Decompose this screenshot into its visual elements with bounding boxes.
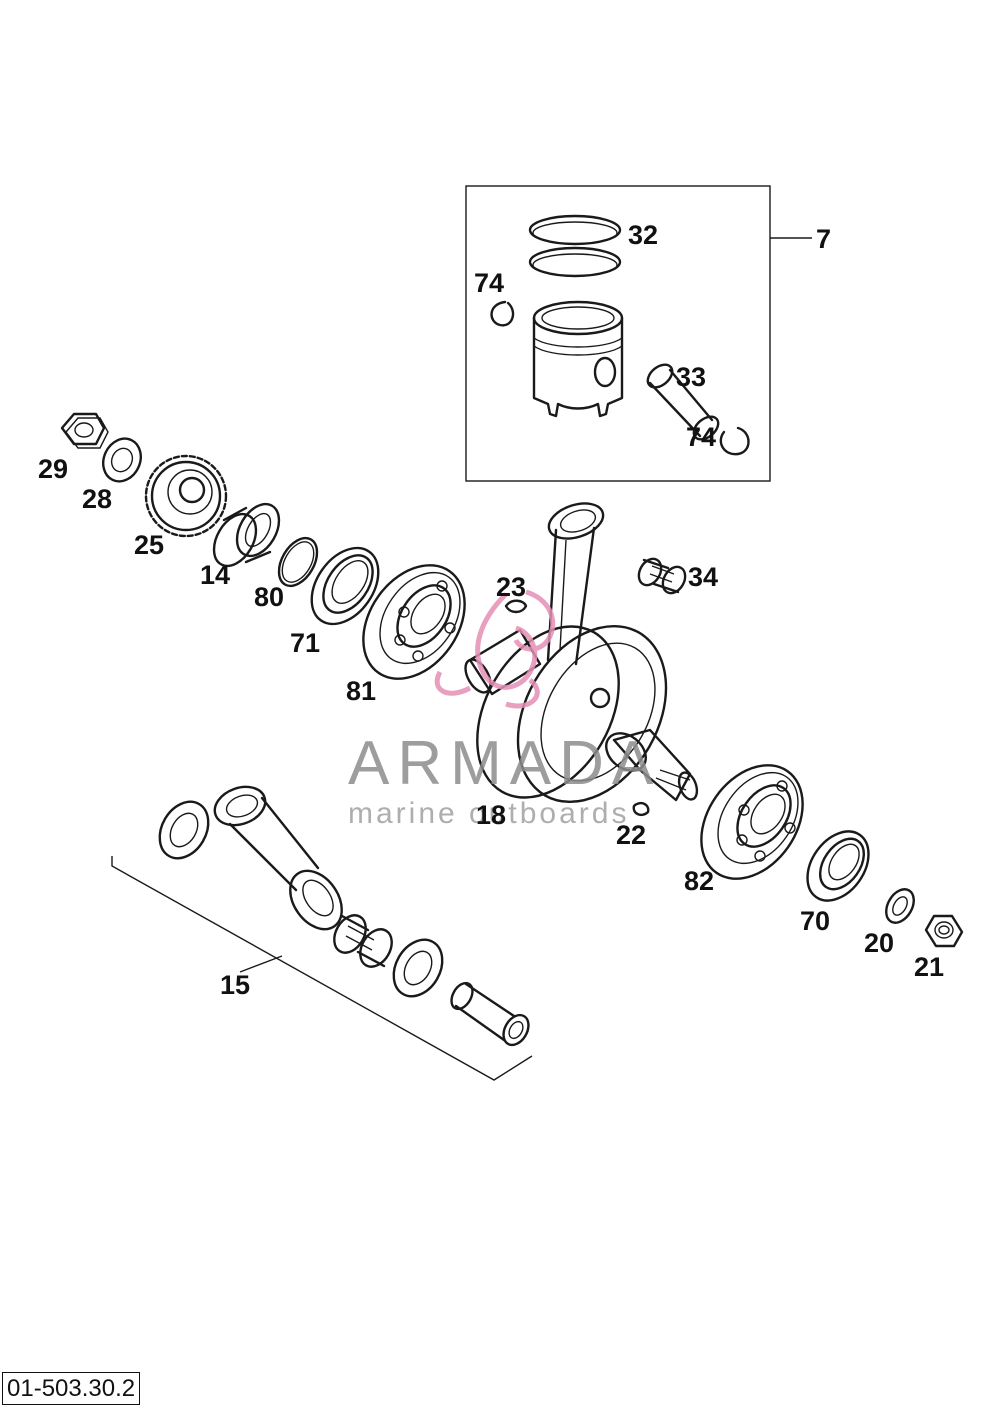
label-34: 34	[688, 562, 718, 592]
washer-20	[885, 888, 915, 924]
piston	[532, 300, 624, 418]
anchor-logo-icon	[434, 589, 556, 709]
connecting-rod	[213, 785, 343, 931]
label-74-left: 74	[474, 268, 504, 298]
label-81: 81	[346, 676, 376, 706]
label-22: 22	[616, 820, 646, 850]
label-20: 20	[864, 928, 894, 958]
seal-71	[310, 546, 380, 626]
nut-21	[924, 914, 964, 948]
label-74-right: 74	[686, 422, 716, 452]
label-33: 33	[676, 362, 706, 392]
circlip-left	[490, 300, 515, 327]
seal-70	[806, 830, 870, 902]
o-ring-80	[277, 536, 319, 588]
bearing-14	[212, 502, 281, 568]
thrust-washer-right	[392, 938, 444, 998]
armada-watermark: ARMADA marine outboards	[348, 589, 661, 830]
piston-kit-box	[465, 185, 771, 482]
woodruff-key-22	[632, 801, 650, 817]
thrust-washer-left	[158, 800, 210, 860]
label-23: 23	[496, 572, 526, 602]
ball-bearing-81	[362, 564, 466, 680]
label-7: 7	[816, 224, 831, 254]
label-32: 32	[628, 220, 658, 250]
piston-pin	[646, 363, 720, 441]
washer-28	[102, 437, 142, 483]
ball-bearing-82	[700, 764, 804, 880]
label-28: 28	[82, 484, 112, 514]
label-25: 25	[134, 530, 164, 560]
part-labels: 7 32 74 33 74 29 28 25 14 80 71 81 23 34…	[38, 220, 944, 1000]
needle-bearing-kit	[333, 914, 393, 968]
nut-29	[60, 412, 109, 449]
label-14: 14	[200, 560, 230, 590]
needle-bearing-34	[637, 557, 687, 595]
watermark-title: ARMADA	[348, 729, 661, 798]
crank-pin	[450, 981, 530, 1047]
woodruff-key-23	[504, 599, 528, 614]
label-21: 21	[914, 952, 944, 982]
label-15: 15	[220, 970, 250, 1000]
conrod-kit-group	[111, 785, 533, 1081]
circlip-right	[719, 426, 750, 456]
diagram-reference-code: 01-503.30.2	[2, 1372, 141, 1405]
label-70: 70	[800, 906, 830, 936]
label-18: 18	[476, 800, 506, 830]
label-80: 80	[254, 582, 284, 612]
gear-25	[144, 454, 228, 538]
label-29: 29	[38, 454, 68, 484]
piston-rings	[528, 214, 622, 278]
label-82: 82	[684, 866, 714, 896]
watermark-subtitle: marine outboards	[348, 797, 629, 830]
label-71: 71	[290, 628, 320, 658]
piston-kit-group	[465, 185, 812, 482]
